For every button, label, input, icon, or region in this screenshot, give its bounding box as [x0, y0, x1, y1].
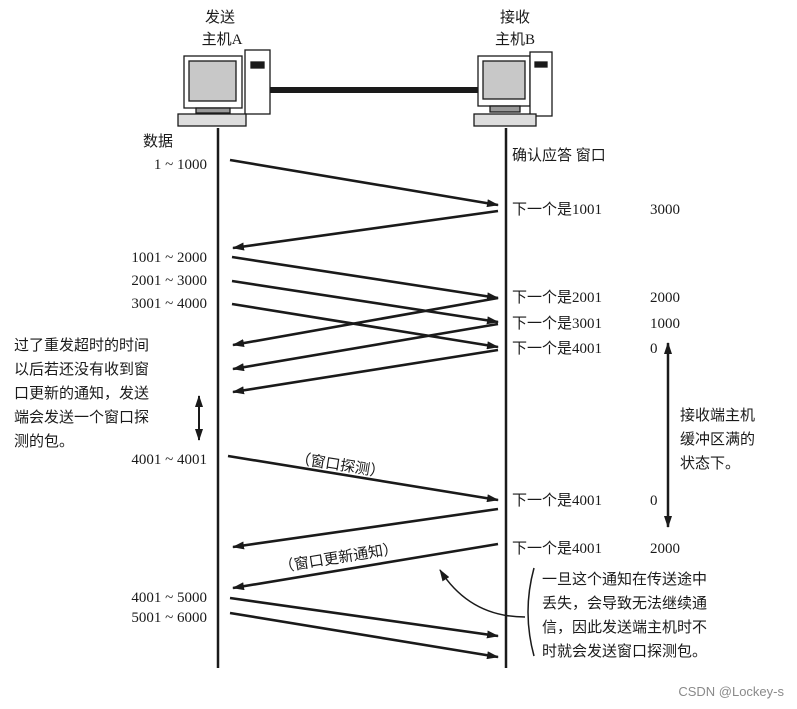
segment-label: 5001 ~ 6000: [131, 610, 207, 626]
ack-label: 下一个是4001: [512, 492, 602, 509]
note-line: 丢失，会导致无法继续通: [542, 595, 707, 612]
sender-host-label-line1: 发送: [205, 9, 235, 26]
receiver-host-label-line1: 接收: [500, 9, 530, 26]
ack-arrow: [232, 348, 499, 395]
segment-arrow: [231, 255, 499, 301]
window-label: 2000: [650, 541, 680, 557]
window-label: 0: [650, 341, 658, 357]
note-line: 过了重发超时的时间: [14, 337, 149, 354]
computer-b-icon: [473, 51, 553, 127]
timeout-note: 过了重发超时的时间 以后若还没有收到窗 口更新的通知，发送 端会发送一个窗口探 …: [14, 337, 149, 450]
segment-label: 3001 ~ 4000: [131, 296, 207, 312]
ack-label: 下一个是2001: [512, 289, 602, 306]
segment-arrow: [231, 279, 499, 325]
window-label: 2000: [650, 290, 680, 306]
window-label: 3000: [650, 202, 680, 218]
segment-label: 2001 ~ 3000: [131, 273, 207, 289]
segment-label: 4001 ~ 5000: [131, 590, 207, 606]
segment-arrow: [229, 596, 499, 639]
watermark: CSDN @Lockey-s: [678, 684, 784, 699]
note-bracket: [527, 567, 535, 657]
note-line: 状态下。: [680, 455, 740, 472]
window-update-arrow: [232, 542, 499, 591]
segment-label: 4001 ~ 4001: [131, 452, 207, 468]
ack-label: 下一个是1001: [512, 201, 602, 218]
ack-arrow: [232, 209, 499, 251]
lost-update-note: 一旦这个通知在传送途中 丢失，会导致无法继续通 信，因此发送端主机时不 时就会发…: [542, 571, 707, 660]
sender-host-label-line2: 主机A: [202, 31, 243, 48]
network-cable: [270, 87, 480, 93]
ack-label: 下一个是3001: [512, 315, 602, 332]
note-line: 缓冲区满的: [680, 431, 755, 448]
ack-arrow: [232, 322, 499, 372]
note-line: 一旦这个通知在传送途中: [542, 571, 707, 588]
receiver-host-label-line2: 主机B: [495, 31, 535, 48]
window-label: 1000: [650, 316, 680, 332]
note-line: 信，因此发送端主机时不: [542, 619, 707, 636]
note-line: 测的包。: [14, 433, 74, 450]
note-line: 端会发送一个窗口探: [14, 408, 149, 426]
ack-label: 下一个是4001: [512, 340, 602, 357]
segment-arrow: [229, 611, 499, 660]
segment-arrow: [231, 302, 499, 350]
window-probe-label: （窗口探测）: [294, 449, 386, 481]
window-probe-arrow: [227, 454, 499, 503]
data-header: 数据: [143, 133, 173, 150]
buffer-full-note: 接收端主机 缓冲区满的 状态下。: [680, 407, 755, 472]
segment-arrow: [229, 158, 499, 208]
segment-label: 1 ~ 1000: [154, 157, 207, 173]
note-pointer-arrow: [439, 569, 526, 618]
note-line: 以后若还没有收到窗: [14, 360, 149, 378]
computer-a-icon: [177, 49, 271, 127]
window-label: 0: [650, 493, 658, 509]
ack-arrow: [232, 507, 499, 550]
ack-arrow: [232, 296, 499, 348]
note-line: 时就会发送窗口探测包。: [542, 642, 707, 660]
note-line: 接收端主机: [680, 407, 755, 424]
ack-label: 下一个是4001: [512, 540, 602, 557]
note-line: 口更新的通知，发送: [14, 385, 149, 402]
segment-label: 1001 ~ 2000: [131, 250, 207, 266]
ack-window-header: 确认应答 窗口: [512, 146, 606, 164]
